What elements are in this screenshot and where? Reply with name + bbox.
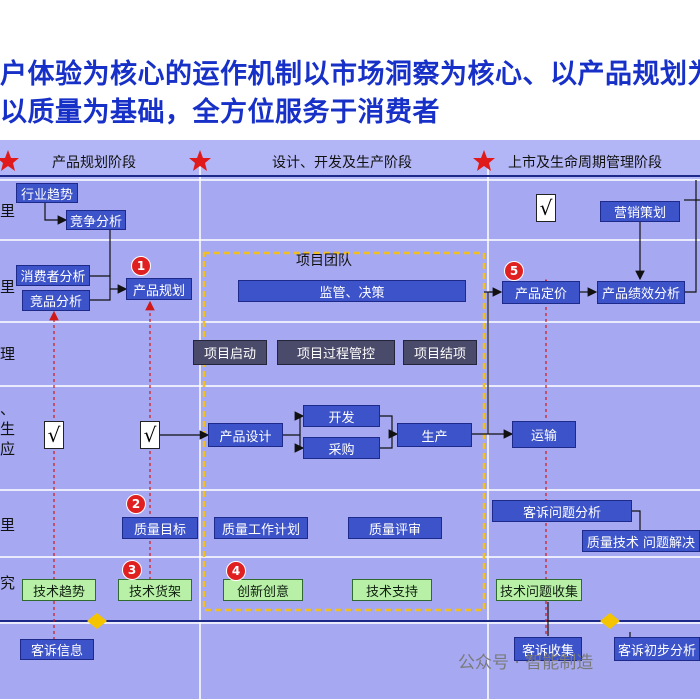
pricing-box: 产品定价: [502, 281, 580, 304]
step-badge-2: 2: [126, 494, 146, 514]
quality-review-box: 质量评审: [348, 517, 442, 539]
project-process-box: 项目过程管控: [277, 340, 395, 365]
tech-shelf-box: 技术货架: [118, 579, 192, 601]
row-label-8: 究: [0, 574, 16, 592]
purchase-box: 采购: [303, 437, 380, 459]
milestone-stars: [0, 150, 495, 171]
title-line-2: 以质量为基础，全方位服务于消费者: [0, 97, 440, 128]
lane-separators: [0, 179, 700, 624]
transport-box: 运输: [512, 421, 576, 448]
check-mark-2: √: [140, 421, 160, 449]
product-design-box: 产品设计: [208, 423, 283, 447]
row-label-1: 里: [0, 202, 16, 220]
row-label-7: 里: [0, 516, 16, 534]
row-label-3: 理: [0, 345, 16, 363]
milestone-diamonds: [87, 613, 620, 629]
lane-band-light: [0, 140, 700, 180]
star-1: [0, 150, 19, 171]
complaint-prelim-box: 客诉初步分析: [614, 637, 700, 661]
step-badge-4: 4: [226, 561, 246, 581]
complaint-collect-box: 客诉收集: [514, 637, 582, 661]
star-3: [473, 150, 495, 171]
produce-box: 生产: [397, 423, 472, 447]
check-mark-3: √: [536, 194, 556, 222]
step-badge-1: 1: [131, 256, 151, 276]
step-badge-3: 3: [122, 560, 142, 580]
product-plan-box: 产品规划: [126, 278, 192, 300]
diamond-1: [87, 613, 107, 629]
performance-analysis-box: 产品绩效分析: [597, 281, 685, 304]
tech-issue-collect-box: 技术问题收集: [496, 579, 582, 601]
row-label-4: 、: [0, 400, 16, 418]
complaint-analysis-box: 客诉问题分析: [492, 500, 632, 522]
tech-support-box: 技术支持: [352, 579, 432, 601]
check-mark-1: √: [44, 421, 64, 449]
supervise-decision-box: 监管、决策: [238, 280, 466, 302]
competition-analysis-box: 竞争分析: [66, 210, 126, 230]
complaint-info-box: 客诉信息: [20, 639, 94, 660]
quality-tech-box: 质量技术 问题解决: [582, 530, 700, 552]
star-2: [189, 150, 211, 171]
step-badge-5: 5: [504, 261, 524, 281]
marketing-plan-box: 营销策划: [600, 201, 680, 222]
flow-connectors: [44, 180, 700, 640]
phase-label-planning: 产品规划阶段: [52, 155, 136, 171]
tech-trend-box: 技术趋势: [22, 579, 96, 601]
title-line-1: 户体验为核心的运作机制以市场洞察为核心、以产品规划为: [0, 59, 700, 90]
diamond-2: [600, 613, 620, 629]
project-launch-box: 项目启动: [193, 340, 267, 365]
row-label-5: 生: [0, 420, 16, 438]
innovation-box: 创新创意: [223, 579, 303, 601]
project-closure-box: 项目结项: [403, 340, 477, 365]
phase-label-development: 设计、开发及生产阶段: [272, 155, 412, 171]
row-label-6: 应: [0, 440, 16, 458]
phase-label-lifecycle: 上市及生命周期管理阶段: [508, 155, 662, 171]
watermark-text: 公众号 · 智能制造: [458, 653, 594, 673]
industry-trend-box: 行业趋势: [16, 183, 78, 203]
product-analysis-box: 竞品分析: [22, 290, 90, 311]
quality-plan-box: 质量工作计划: [214, 517, 308, 539]
row-label-2: 里: [0, 278, 16, 296]
consumer-analysis-box: 消费者分析: [16, 265, 90, 286]
project-team-label: 项目团队: [296, 253, 352, 269]
develop-box: 开发: [303, 405, 380, 427]
quality-goal-box: 质量目标: [122, 517, 198, 539]
